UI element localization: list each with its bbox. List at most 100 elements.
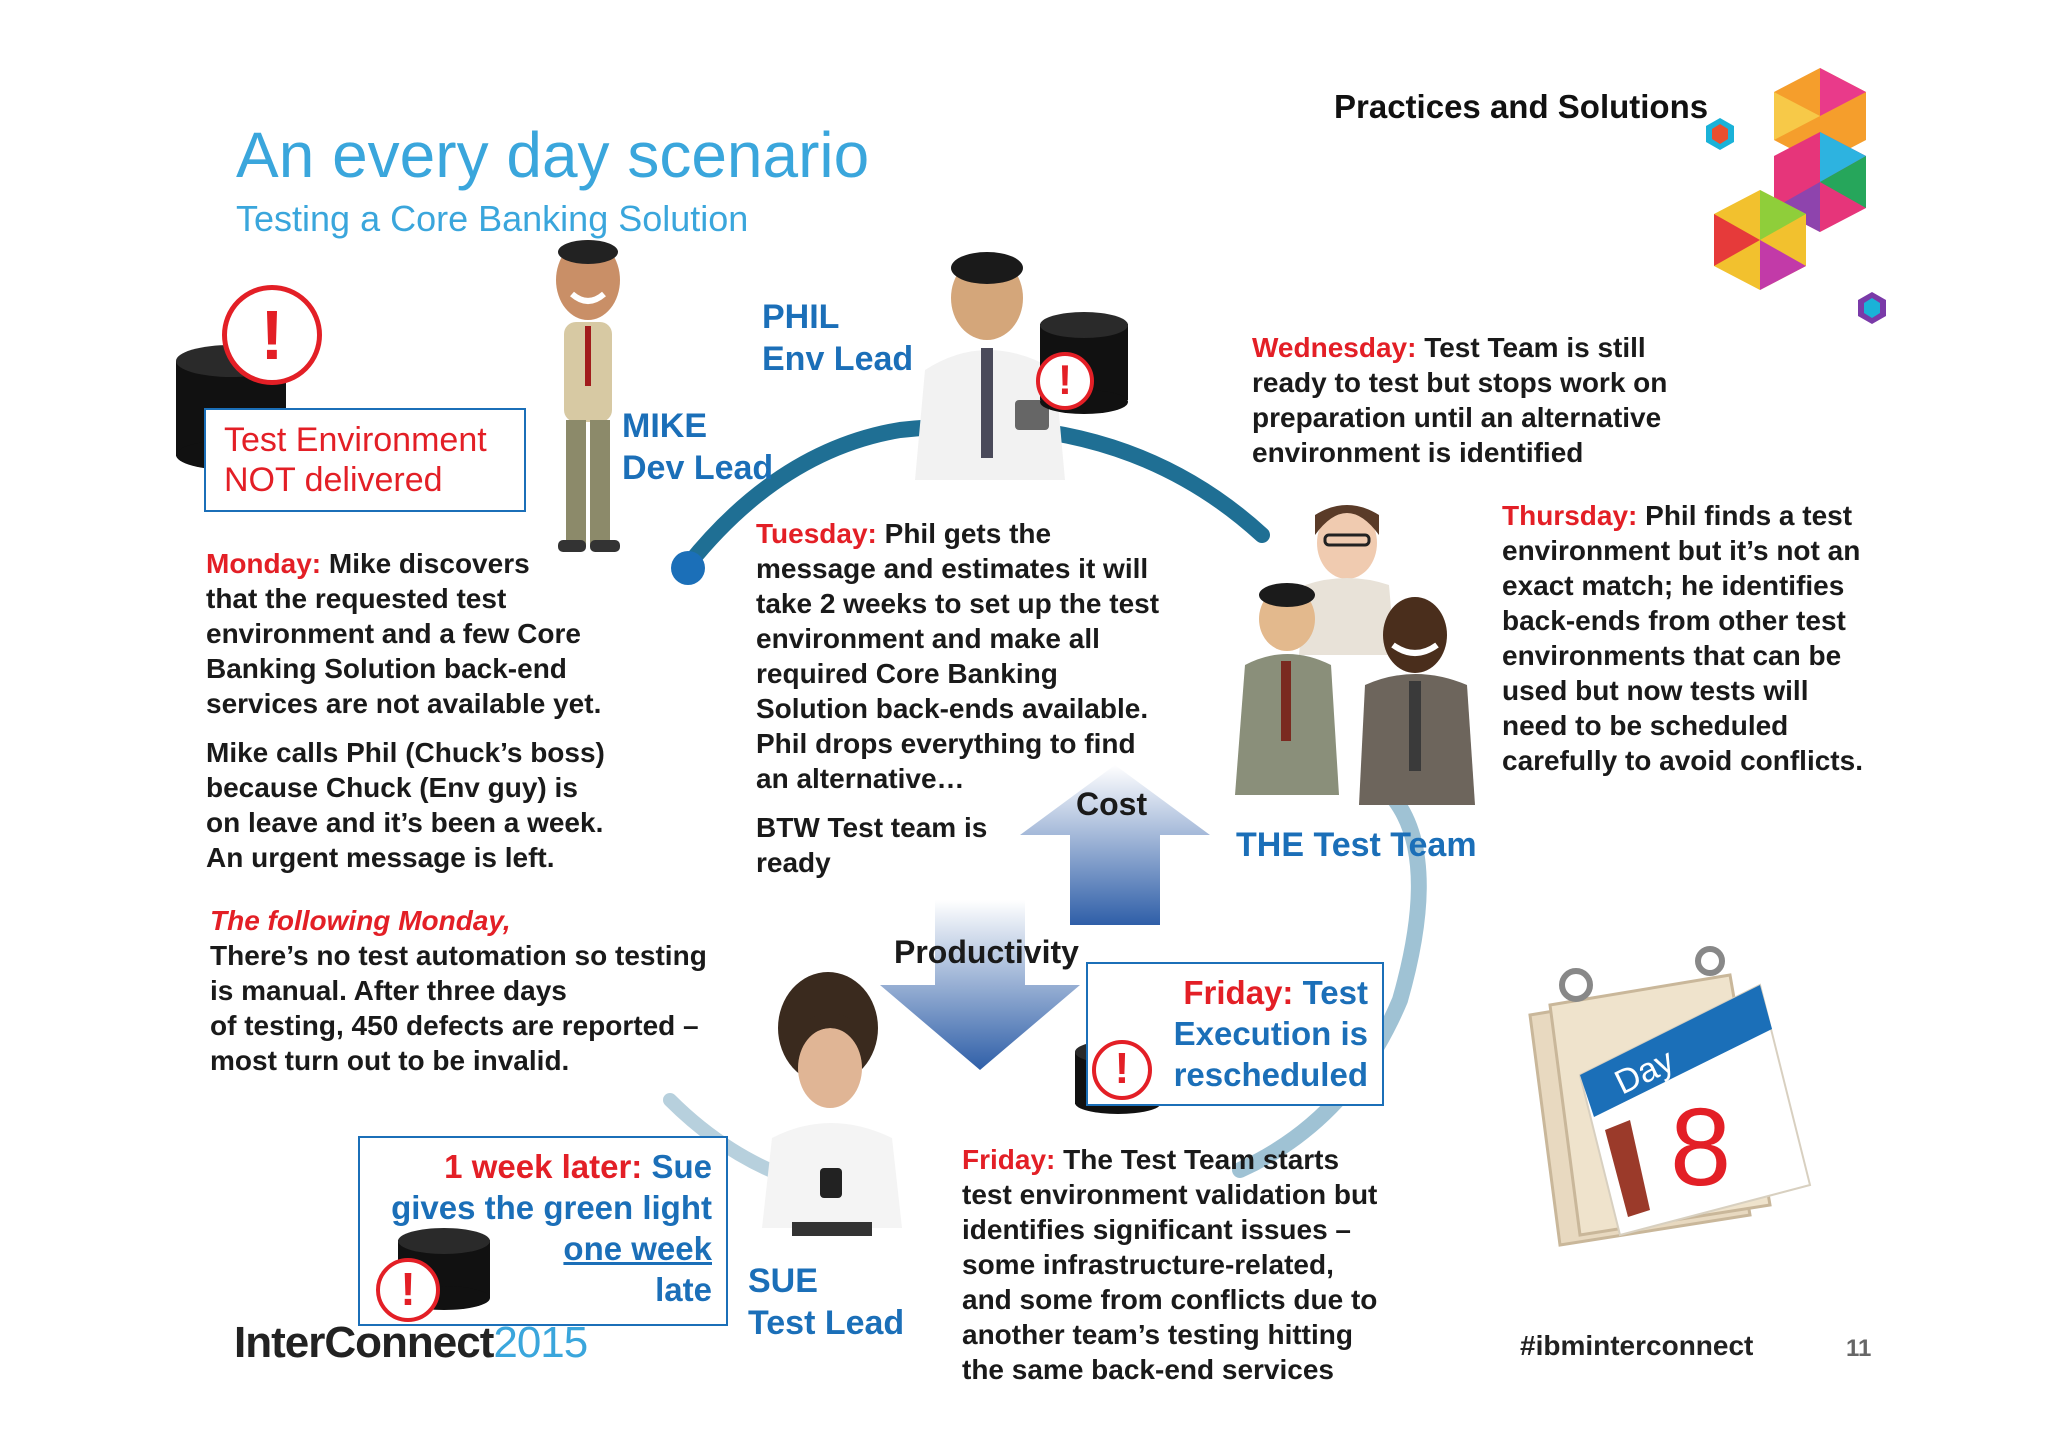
phil-role: Env Lead (762, 340, 914, 378)
monday-day: Monday: (206, 548, 322, 579)
test-env-line2: NOT delivered (224, 461, 443, 499)
tuesday-btw1: BTW Test team is (756, 812, 988, 843)
monday-p2-line3: on leave and it’s been a week. (206, 807, 604, 838)
tuesday-btw2: ready (756, 847, 831, 878)
wednesday-line4: environment is identified (1252, 437, 1584, 468)
thursday-line5: environments that can be (1502, 640, 1842, 671)
thursday-line6: used but now tests will (1502, 675, 1809, 706)
thursday-day: Thursday: (1502, 500, 1638, 531)
page-number: 11 (1846, 1335, 1872, 1362)
friday-box-line2: Execution is (1173, 1015, 1368, 1052)
friday-line6: another team’s testing hitting (962, 1319, 1353, 1350)
following-monday-line3: of testing, 450 defects are reported – (210, 1010, 699, 1041)
thursday-line3: exact match; he identifies (1502, 570, 1845, 601)
sue-role: Test Lead (748, 1304, 905, 1342)
week-later-line4: late (655, 1271, 712, 1308)
test-team-people-icon (1235, 505, 1475, 805)
test-env-line1: Test Environment (224, 421, 487, 459)
calendar-icon: Day 8 (1528, 946, 1812, 1247)
following-monday-line1: There’s no test automation so testing (210, 940, 707, 971)
week-later-line1: Sue (642, 1148, 712, 1185)
monday-text: Monday: Mike discovers that the requeste… (206, 546, 605, 875)
test-team-label: THE Test Team (1236, 826, 1477, 864)
friday-day: Friday: (962, 1144, 1056, 1175)
friday-text: Friday: The Test Team starts test enviro… (962, 1142, 1377, 1387)
phil-person-icon (915, 252, 1065, 480)
friday-line3: identifies significant issues – (962, 1214, 1352, 1245)
cost-arrow (1020, 765, 1210, 925)
week-later-line3: one week (563, 1230, 712, 1267)
alert-icon: ! (222, 285, 322, 385)
thursday-line8: carefully to avoid conflicts. (1502, 745, 1863, 776)
monday-line2: that the requested test (206, 583, 507, 614)
monday-p2-line4: An urgent message is left. (206, 842, 555, 873)
monday-line1: Mike discovers (321, 548, 530, 579)
hexagon-logo-icon (1706, 68, 1886, 324)
friday-box-line1: Test (1293, 974, 1368, 1011)
section-label: Practices and Solutions (1334, 88, 1709, 125)
week-later-day: 1 week later: (444, 1148, 643, 1185)
logo-year: 2015 (493, 1318, 588, 1367)
thursday-line4: back-ends from other test (1502, 605, 1846, 636)
tuesday-line6: Solution back-ends available. (756, 693, 1149, 724)
wednesday-line2: ready to test but stops work on (1252, 367, 1668, 398)
tuesday-line3: take 2 weeks to set up the test (756, 588, 1160, 619)
friday-line1: The Test Team starts (1055, 1144, 1340, 1175)
test-env-alert-box: Test Environment NOT delivered (204, 408, 526, 512)
hashtag: #ibminterconnect (1520, 1330, 1754, 1361)
phil-alert-icon: ! (1036, 352, 1094, 410)
mike-role: Dev Lead (622, 449, 774, 487)
cost-label: Cost (1076, 786, 1148, 822)
tuesday-line5: required Core Banking (756, 658, 1058, 689)
monday-p2-line1: Mike calls Phil (Chuck’s boss) (206, 737, 605, 768)
wednesday-text: Wednesday: Test Team is still ready to t… (1252, 330, 1667, 470)
friday-alert-icon: ! (1092, 1040, 1152, 1100)
monday-line3: environment and a few Core (206, 618, 581, 649)
friday-box-line3: rescheduled (1173, 1056, 1368, 1093)
wednesday-line3: preparation until an alternative (1252, 402, 1662, 433)
monday-p2-line2: because Chuck (Env guy) is (206, 772, 578, 803)
friday-rescheduled-box: Friday: Test Execution is rescheduled (1086, 962, 1384, 1106)
monday-line5: services are not available yet. (206, 688, 602, 719)
productivity-label: Productivity (894, 934, 1079, 970)
sue-person-icon (762, 972, 902, 1236)
logo-text: InterConnect (234, 1318, 494, 1367)
tuesday-line7: Phil drops everything to find (756, 728, 1136, 759)
tuesday-line8: an alternative… (756, 763, 965, 794)
phil-label: PHIL Env Lead (762, 296, 913, 380)
friday-line2: test environment validation but (962, 1179, 1378, 1210)
sue-alert-icon: ! (376, 1258, 440, 1322)
friday-line4: some infrastructure-related, (962, 1249, 1334, 1280)
tuesday-day: Tuesday: (756, 518, 877, 549)
page-subtitle: Testing a Core Banking Solution (236, 198, 749, 239)
thursday-line7: need to be scheduled (1502, 710, 1789, 741)
calendar-day-number: 8 (1670, 1086, 1731, 1209)
following-monday-day: The following Monday, (210, 905, 511, 936)
tuesday-line4: environment and make all (756, 623, 1100, 654)
monday-line4: Banking Solution back-end (206, 653, 567, 684)
cycle-start-dot (671, 551, 705, 585)
sue-name: SUE (748, 1262, 818, 1300)
thursday-line1: Phil finds a test (1637, 500, 1853, 531)
thursday-line2: environment but it’s not an (1502, 535, 1861, 566)
tuesday-line1: Phil gets the (876, 518, 1052, 549)
mike-person-icon (556, 240, 620, 552)
phil-name: PHIL (762, 298, 840, 336)
page-title: An every day scenario (236, 119, 870, 191)
interconnect-logo: InterConnect2015 (234, 1318, 588, 1368)
following-monday-line2: is manual. After three days (210, 975, 567, 1006)
wednesday-day: Wednesday: (1252, 332, 1417, 363)
mike-name: MIKE (622, 407, 707, 445)
cycle-arc-right (1232, 792, 1427, 1178)
friday-box-day: Friday: (1183, 974, 1294, 1011)
wednesday-line1: Test Team is still (1416, 332, 1646, 363)
thursday-text: Thursday: Phil finds a test environment … (1502, 498, 1863, 778)
following-monday-line4: most turn out to be invalid. (210, 1045, 570, 1076)
tuesday-text: Tuesday: Phil gets the message and estim… (756, 516, 1159, 880)
following-monday-text: The following Monday, There’s no test au… (210, 903, 707, 1078)
week-later-line2: gives the green light (391, 1189, 712, 1226)
mike-label: MIKE Dev Lead (622, 405, 773, 489)
productivity-arrow (880, 900, 1080, 1070)
friday-line7: the same back-end services (962, 1354, 1334, 1385)
friday-line5: and some from conflicts due to (962, 1284, 1378, 1315)
